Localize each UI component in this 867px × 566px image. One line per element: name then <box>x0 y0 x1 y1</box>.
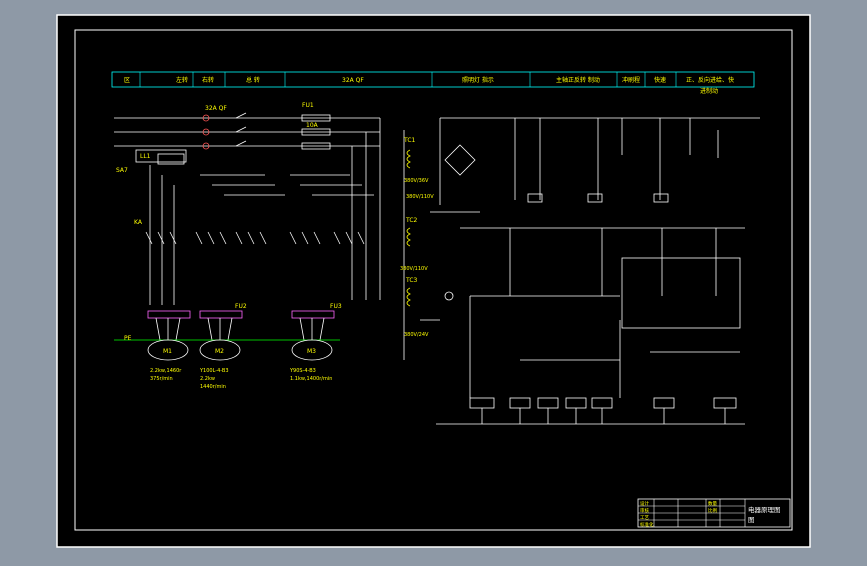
voltage-label: 380V/36V <box>404 178 429 184</box>
sheet-outer-border <box>56 14 811 548</box>
tc2-label: TC2 <box>405 217 418 224</box>
power-circuit <box>114 112 381 361</box>
m3-spec: 1.1kw,1400r/min <box>290 376 332 382</box>
header-cell: 照明灯 指示 <box>462 76 494 84</box>
voltage-label: 380V/110V <box>406 194 434 200</box>
control-circuit <box>436 118 745 425</box>
m3-label: M3 <box>307 348 316 355</box>
m1-label: M1 <box>163 348 172 355</box>
header-cell: 冲刷程 <box>622 76 640 84</box>
title-row-label: 工艺 <box>640 515 649 521</box>
m2-spec: 2.2kw <box>200 376 215 382</box>
header-cell: 主轴正反转 制动 <box>556 76 600 84</box>
qf-label: 32A QF <box>205 105 227 112</box>
control-transformers <box>403 117 760 360</box>
header-strip: 区 左转 右转 总 转 32A QF 照明灯 指示 主轴正反转 制动 冲刷程 快… <box>111 71 755 95</box>
component-labels: 32A QF FU1 10A SA7 LL1 KA PE FU2 FU3 TC1… <box>116 102 434 390</box>
ka-label: KA <box>134 219 143 226</box>
pe-label: PE <box>124 335 132 342</box>
fu3-label: FU3 <box>330 303 342 310</box>
sa7-label: SA7 <box>116 167 128 174</box>
m3-spec: Y90S-4-B3 <box>289 368 316 374</box>
header-cell: 快速 <box>654 76 666 84</box>
header-cell: 右转 <box>202 76 214 84</box>
title-row-label: 审核 <box>640 507 649 514</box>
title-mid-label: 数量 <box>708 500 717 507</box>
m2-label: M2 <box>215 348 224 355</box>
drawing-title: 电器原理图 <box>748 505 781 514</box>
header-cell: 进制动 <box>700 87 718 95</box>
tc3-label: TC3 <box>405 277 418 284</box>
tc1-label: TC1 <box>403 137 416 144</box>
fu1-label: FU1 <box>302 102 314 109</box>
header-cell: 正、反向进给、快 <box>686 76 734 84</box>
drawing-subtitle: 图 <box>748 516 755 524</box>
sheet-inner-border <box>74 29 793 531</box>
m1-spec: 375r/min <box>150 376 173 382</box>
voltage-label: 380V/24V <box>404 332 429 338</box>
fu2-label: FU2 <box>235 303 247 310</box>
m2-spec: Y100L-4-B3 <box>199 368 229 374</box>
title-row-label: 设计 <box>640 500 649 507</box>
header-cell: 区 <box>124 77 130 84</box>
header-cell: 总 转 <box>246 76 260 84</box>
title-mid-label: 比例 <box>708 507 717 514</box>
header-cell: 32A QF <box>342 77 364 84</box>
ll-label: LL1 <box>140 153 151 160</box>
title-row-label: 标准化 <box>640 521 654 528</box>
m1-spec: 2.2kw,1460r <box>150 368 182 374</box>
header-cell: 左转 <box>176 76 188 84</box>
fuse-rating-label: 10A <box>306 122 319 129</box>
m2-spec: 1440r/min <box>200 384 226 390</box>
title-block: 设计 审核 工艺 标准化 数量 比例 电器原理图 图 <box>637 498 791 528</box>
voltage-label: 380V/110V <box>400 266 428 272</box>
